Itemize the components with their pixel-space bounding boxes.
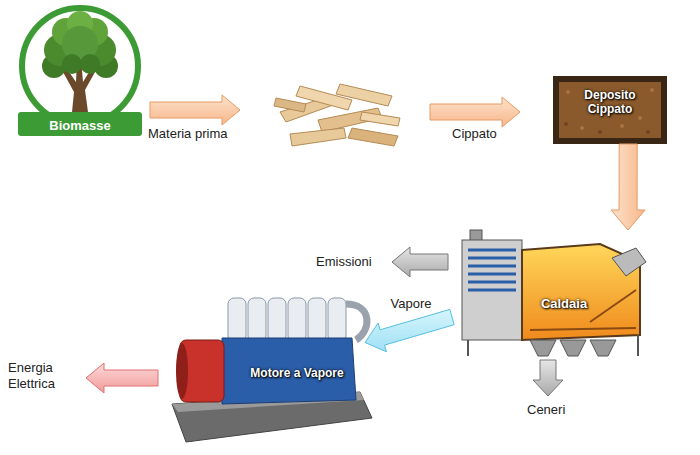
boiler-leg xyxy=(467,340,469,356)
wood-chip xyxy=(290,128,346,146)
cylinder-head xyxy=(328,298,346,342)
block-arrow xyxy=(392,247,448,277)
chip-speck xyxy=(566,90,570,94)
chip-speck xyxy=(598,130,602,134)
chip-store: Deposito Cippato xyxy=(553,76,667,144)
steam-arrow xyxy=(365,309,454,351)
cylinder-head xyxy=(268,298,286,342)
chip-speck xyxy=(638,116,642,120)
chip-store xyxy=(553,76,667,144)
boiler-leg xyxy=(637,335,639,356)
block-arrow xyxy=(86,363,158,393)
flow-arrow xyxy=(611,144,645,230)
cylinder-head xyxy=(308,298,326,342)
feed-hopper xyxy=(612,248,646,276)
wood-chip xyxy=(360,112,400,126)
biomass-circle: Biomasse xyxy=(16,4,146,140)
node-label: Caldaia xyxy=(524,296,604,312)
grate xyxy=(590,290,636,322)
green-ring xyxy=(22,8,138,124)
chip-speck xyxy=(620,124,624,128)
cylinder-head xyxy=(288,298,306,342)
block-arrow xyxy=(150,95,240,125)
wood-chip xyxy=(274,98,306,112)
store-frame xyxy=(553,76,667,144)
flow-label: Cippato xyxy=(452,126,522,142)
node-label: Biomasse xyxy=(16,118,144,134)
cylinder-head xyxy=(228,298,246,342)
node-label: Deposito Cippato xyxy=(569,88,651,117)
node-label: Motore a Vapore xyxy=(235,366,359,380)
boiler-drawing xyxy=(462,230,646,356)
boiler: Caldaia xyxy=(452,230,652,358)
flow-label: Materia prima xyxy=(148,126,248,142)
grate xyxy=(530,328,636,330)
wood-chips xyxy=(274,84,400,146)
chip-speck xyxy=(650,88,654,92)
block-arrow xyxy=(430,97,520,127)
boiler-casing xyxy=(462,240,522,340)
engine-drawing xyxy=(172,298,372,442)
boiler-tube xyxy=(468,249,516,252)
cylinder-head xyxy=(248,298,266,342)
flow-label: Emissioni xyxy=(316,254,388,270)
wood-chip xyxy=(336,84,392,106)
chip-speck xyxy=(564,122,568,126)
ash-hopper xyxy=(590,340,616,356)
foliage xyxy=(80,54,100,74)
flow-label: Ceneri xyxy=(527,402,587,418)
ash-hopper xyxy=(560,340,586,356)
edge-label: Vapore xyxy=(391,296,432,312)
boiler-tube xyxy=(468,289,516,292)
flow-label: Energia Elettrica xyxy=(8,360,72,393)
tree-icon xyxy=(18,8,142,136)
generator-cap xyxy=(176,343,188,399)
chip-speck xyxy=(646,130,650,134)
boiler-tube xyxy=(468,265,516,268)
boiler-tube xyxy=(468,257,516,260)
steam-engine: Motore a Vapore xyxy=(175,290,365,440)
foliage xyxy=(62,54,82,74)
store-fill xyxy=(559,82,661,138)
wood-chip xyxy=(348,128,398,146)
block-arrow xyxy=(533,360,563,396)
ash-hopper xyxy=(530,340,556,356)
boiler-tube xyxy=(468,281,516,284)
boiler-tube xyxy=(468,273,516,276)
chip-speck xyxy=(580,126,584,130)
steam-pipe xyxy=(346,304,367,340)
